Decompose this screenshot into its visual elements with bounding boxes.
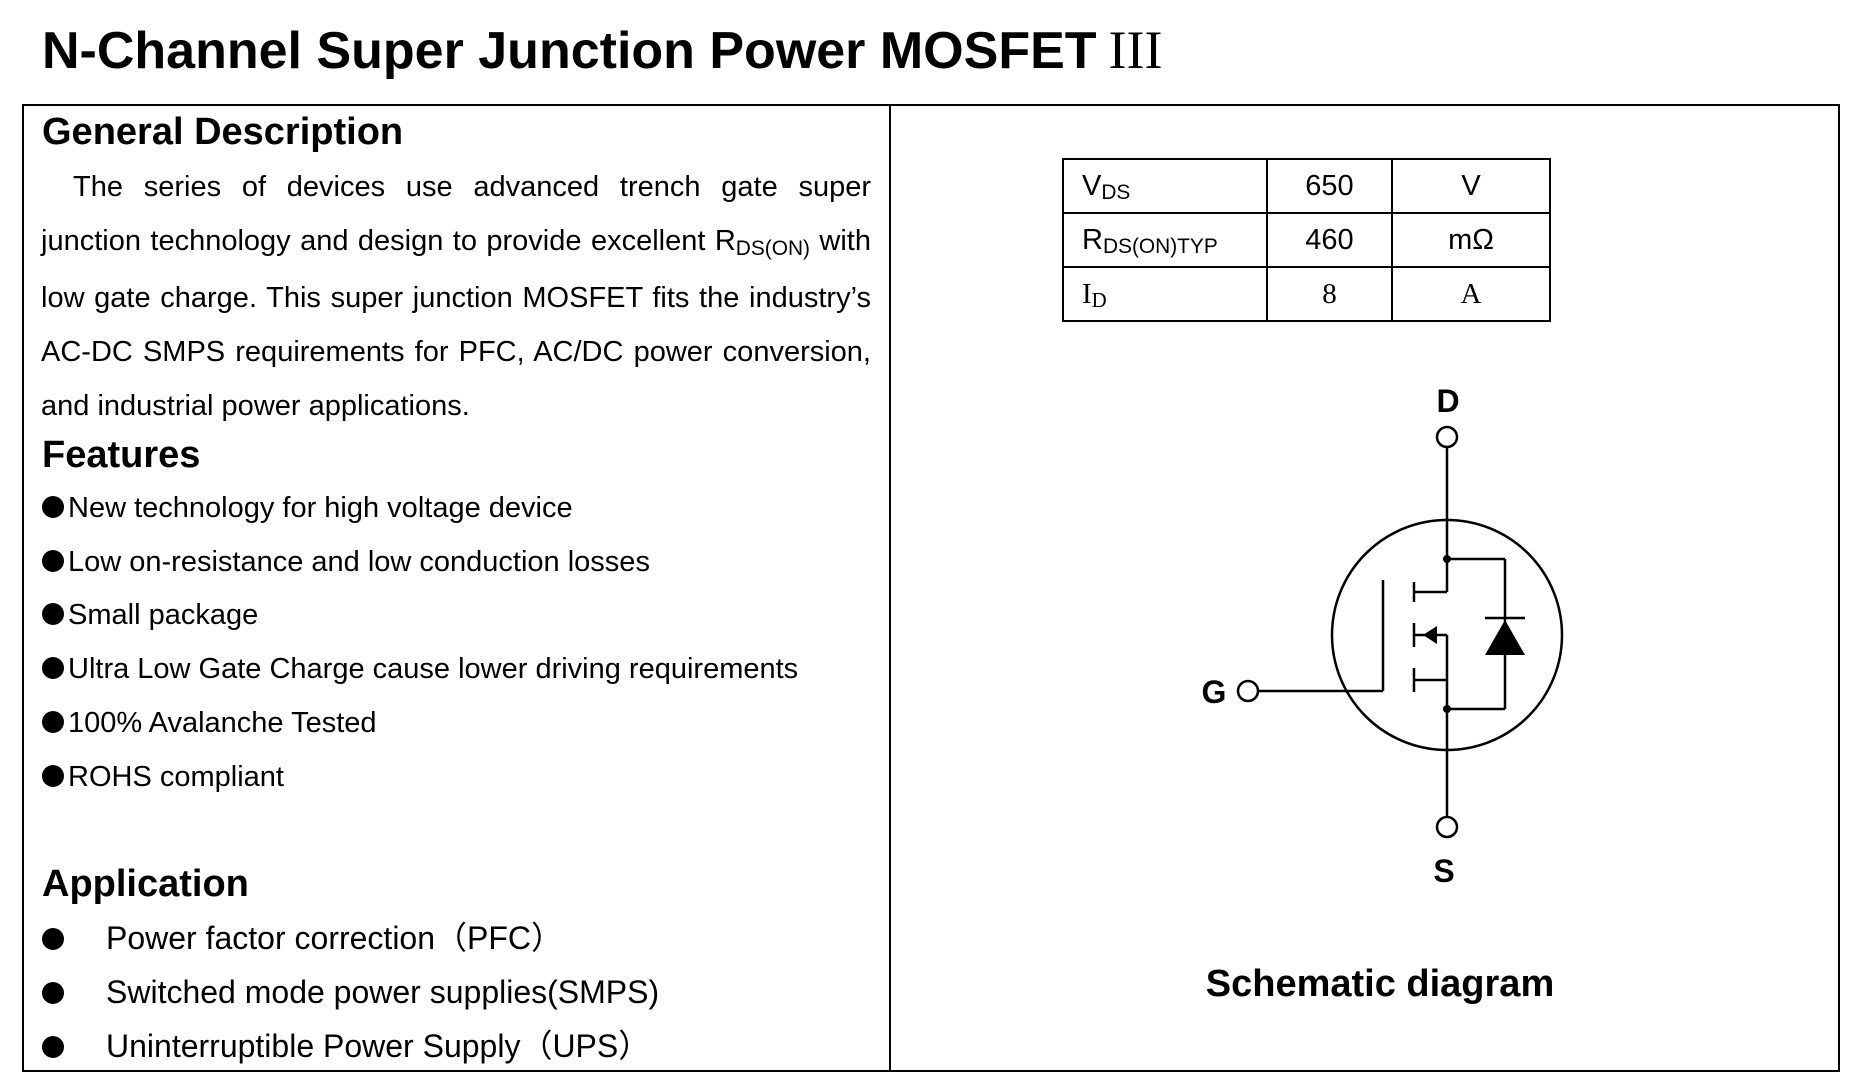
spec-parameter: ID: [1062, 266, 1268, 322]
description-subscript: DS(ON): [735, 236, 810, 260]
feature-item: Small package: [42, 595, 258, 635]
spec-symbol: R: [1082, 223, 1103, 256]
source-label: S: [1433, 853, 1454, 889]
spec-row-id: ID 8 A: [1062, 266, 1551, 322]
bullet-icon: [42, 1036, 64, 1058]
feature-item: Ultra Low Gate Charge cause lower drivin…: [42, 649, 798, 689]
application-item: Switched mode power supplies(SMPS): [42, 970, 659, 1014]
description-part2: with low gate charge. This super junctio…: [41, 225, 871, 422]
bullet-icon: [42, 765, 64, 787]
general-description-text: The series of devices use advanced trenc…: [41, 160, 871, 433]
feature-text: 100% Avalanche Tested: [68, 707, 377, 739]
body-diode-icon: [1485, 620, 1525, 655]
feature-text: Ultra Low Gate Charge cause lower drivin…: [68, 653, 799, 685]
application-heading: Application: [42, 863, 249, 905]
junction-dot: [1443, 705, 1451, 713]
bullet-icon: [42, 496, 64, 518]
spec-row-rdson: RDS(ON)TYP 460 mΩ: [1062, 212, 1551, 268]
application-text: Uninterruptible Power Supply（UPS）: [106, 1028, 651, 1064]
feature-text: New technology for high voltage device: [68, 492, 573, 524]
drain-terminal: [1435, 425, 1459, 449]
application-item: Power factor correction（PFC）: [42, 916, 563, 960]
feature-item: 100% Avalanche Tested: [42, 703, 377, 743]
schematic-caption: Schematic diagram: [1205, 963, 1555, 1005]
general-description-heading: General Description: [42, 111, 404, 153]
application-text: Power factor correction（PFC）: [106, 920, 564, 956]
bullet-icon: [42, 657, 64, 679]
column-divider: [889, 104, 891, 1072]
application-text: Switched mode power supplies(SMPS): [106, 974, 660, 1010]
bullet-icon: [42, 982, 64, 1004]
spec-symbol: V: [1082, 169, 1102, 202]
feature-item: New technology for high voltage device: [42, 488, 573, 528]
spec-parameter: RDS(ON)TYP: [1062, 212, 1268, 268]
feature-text: Small package: [68, 599, 259, 631]
title-text: N-Channel Super Junction Power MOSFET: [42, 22, 1097, 80]
spec-value: 460: [1266, 212, 1393, 268]
features-heading: Features: [42, 434, 201, 476]
feature-text: Low on-resistance and low conduction los…: [68, 546, 650, 578]
bullet-icon: [42, 603, 64, 625]
spec-subscript: DS: [1101, 181, 1131, 205]
spec-unit: A: [1391, 266, 1551, 322]
spec-parameter: VDS: [1062, 158, 1268, 214]
application-item: Uninterruptible Power Supply（UPS）: [42, 1024, 650, 1068]
bullet-icon: [42, 711, 64, 733]
spec-symbol: I: [1082, 277, 1092, 310]
description-part1: The series of devices use advanced trenc…: [41, 171, 871, 257]
source-terminal: [1435, 815, 1459, 839]
spec-value: 650: [1266, 158, 1393, 214]
feature-item: Low on-resistance and low conduction los…: [42, 542, 650, 582]
content-frame: [22, 104, 1840, 1072]
spec-subscript: DS(ON)TYP: [1102, 235, 1218, 259]
body-arrow-icon: [1423, 626, 1437, 644]
gate-terminal: [1236, 679, 1260, 703]
spec-unit: mΩ: [1391, 212, 1551, 268]
bullet-icon: [42, 928, 64, 950]
gate-label: G: [1202, 674, 1227, 710]
spec-subscript: D: [1091, 288, 1107, 313]
drain-label: D: [1436, 383, 1459, 419]
spec-value: 8: [1266, 266, 1393, 322]
spec-row-vds: VDS 650 V: [1062, 158, 1551, 214]
bullet-icon: [42, 550, 64, 572]
feature-text: ROHS compliant: [68, 761, 284, 793]
junction-dot: [1443, 555, 1451, 563]
title-suffix: III: [1108, 20, 1163, 80]
key-specs-table: VDS 650 V RDS(ON)TYP 460 mΩ ID 8 A: [1062, 158, 1551, 322]
spec-unit: V: [1391, 158, 1551, 214]
feature-item: ROHS compliant: [42, 757, 284, 797]
